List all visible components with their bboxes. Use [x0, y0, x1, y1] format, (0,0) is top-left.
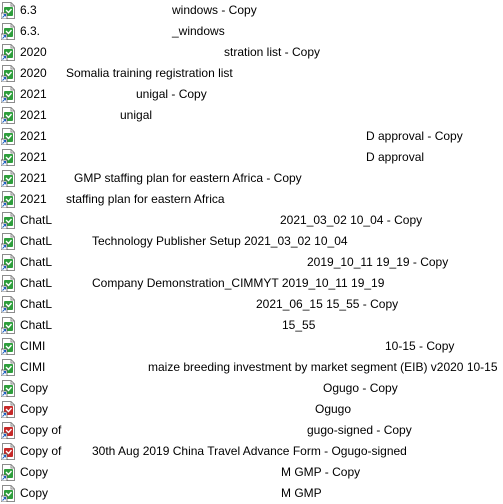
file-name-end: 30th Aug 2019 China Travel Advance Form … — [92, 444, 407, 458]
file-name-end: _windows — [172, 24, 225, 38]
excel-shortcut-icon — [1, 2, 16, 19]
excel-shortcut-icon — [1, 86, 16, 103]
file-name-start: 2021 — [20, 192, 47, 206]
file-name-end: Company Demonstration_CIMMYT 2019_10_11 … — [92, 276, 385, 290]
file-row[interactable]: 2021 staffing plan for eastern Africa — [0, 189, 503, 210]
file-row[interactable]: CIMI 10-15 - Copy — [0, 336, 503, 357]
file-name-end: 10-15 - Copy — [385, 339, 455, 353]
pdf-shortcut-icon — [1, 443, 16, 460]
file-name-start: 2021 — [20, 87, 47, 101]
file-name-start: ChatL — [20, 255, 53, 269]
file-row[interactable]: Copy Ogugo — [0, 399, 503, 420]
file-row[interactable]: Copy of gugo-signed - Copy — [0, 420, 503, 441]
file-name-start: Copy of — [20, 444, 62, 458]
excel-shortcut-icon — [1, 191, 16, 208]
file-row[interactable]: 2021 D approval — [0, 147, 503, 168]
file-name-start: 2021 — [20, 129, 47, 143]
excel-shortcut-icon — [1, 296, 16, 313]
file-name-end: gugo-signed - Copy — [307, 423, 412, 437]
file-name-start: Copy — [20, 402, 49, 416]
file-name-start: 2021 — [20, 108, 47, 122]
file-name-end: 2021_03_02 10_04 - Copy — [280, 213, 423, 227]
file-row[interactable]: Copy of 30th Aug 2019 China Travel Advanc… — [0, 441, 503, 462]
file-name-start: 6.3 — [20, 3, 37, 17]
file-name-end: 15_55 — [282, 318, 316, 332]
excel-shortcut-icon — [1, 65, 16, 82]
file-name-start: ChatL — [20, 318, 53, 332]
file-name-start: 2020 — [20, 45, 47, 59]
excel-shortcut-icon — [1, 485, 16, 502]
file-row[interactable]: Copy M GMP — [0, 483, 503, 504]
file-name-end: M GMP — [281, 486, 322, 500]
file-row[interactable]: 2021 unigal - Copy — [0, 84, 503, 105]
file-row[interactable]: Copy Ogugo - Copy — [0, 378, 503, 399]
file-name-start: ChatL — [20, 213, 53, 227]
file-name-start: ChatL — [20, 234, 53, 248]
excel-shortcut-icon — [1, 254, 16, 271]
file-name-start: CIMI — [20, 360, 46, 374]
excel-shortcut-icon — [1, 317, 16, 334]
file-row[interactable]: 6.3. _windows — [0, 21, 503, 42]
file-name-end: unigal — [120, 108, 153, 122]
file-row[interactable]: 6.3 windows - Copy — [0, 0, 503, 21]
pdf-shortcut-icon — [1, 401, 16, 418]
file-row[interactable]: ChatL 2021_06_15 15_55 - Copy — [0, 294, 503, 315]
file-name-end: 2019_10_11 19_19 - Copy — [307, 255, 449, 269]
excel-shortcut-icon — [1, 23, 16, 40]
file-row[interactable]: ChatL Technology Publisher Setup 2021_03_… — [0, 231, 503, 252]
file-name-end: Technology Publisher Setup 2021_03_02 10… — [92, 234, 348, 248]
file-name-start: 2021 — [20, 171, 47, 185]
excel-shortcut-icon — [1, 212, 16, 229]
file-name-start: 2021 — [20, 150, 47, 164]
file-row[interactable]: ChatL Company Demonstration_CIMMYT 2019_1… — [0, 273, 503, 294]
file-name-end: Somalia training registration list — [66, 66, 233, 80]
file-name-end: Ogugo — [315, 402, 352, 416]
file-row[interactable]: 2020 stration list - Copy — [0, 42, 503, 63]
file-name-end: 2021_06_15 15_55 - Copy — [256, 297, 399, 311]
excel-shortcut-icon — [1, 170, 16, 187]
file-row[interactable]: ChatL 2021_03_02 10_04 - Copy — [0, 210, 503, 231]
file-name-end: unigal - Copy — [136, 87, 207, 101]
excel-shortcut-icon — [1, 233, 16, 250]
file-name-end: maize breeding investment by market segm… — [148, 360, 498, 374]
file-row[interactable]: 2020 Somalia training registration list — [0, 63, 503, 84]
file-name-end: stration list - Copy — [224, 45, 321, 59]
file-row[interactable]: CIMI maize breeding investment by market … — [0, 357, 503, 378]
file-row[interactable]: Copy M GMP - Copy — [0, 462, 503, 483]
file-name-end: D approval - Copy — [366, 129, 463, 143]
file-name-end: windows - Copy — [172, 3, 257, 17]
file-name-end: GMP staffing plan for eastern Africa - C… — [74, 171, 302, 185]
file-name-start: Copy of — [20, 423, 62, 437]
file-name-start: Copy — [20, 381, 49, 395]
file-row[interactable]: 2021 GMP staffing plan for eastern Africa… — [0, 168, 503, 189]
file-row[interactable]: 2021 unigal — [0, 105, 503, 126]
file-row[interactable]: 2021 D approval - Copy — [0, 126, 503, 147]
file-name-start: ChatL — [20, 276, 53, 290]
excel-shortcut-icon — [1, 44, 16, 61]
file-name-start: ChatL — [20, 297, 53, 311]
excel-shortcut-icon — [1, 107, 16, 124]
excel-shortcut-icon — [1, 338, 16, 355]
excel-shortcut-icon — [1, 380, 16, 397]
file-row[interactable]: ChatL 2019_10_11 19_19 - Copy — [0, 252, 503, 273]
file-name-end: staffing plan for eastern Africa — [66, 192, 225, 206]
pdf-shortcut-icon — [1, 422, 16, 439]
file-name-end: M GMP - Copy — [281, 465, 361, 479]
excel-shortcut-icon — [1, 149, 16, 166]
file-name-start: Copy — [20, 465, 49, 479]
file-name-start: Copy — [20, 486, 49, 500]
file-name-start: 6.3. — [20, 24, 41, 38]
file-name-end: Ogugo - Copy — [323, 381, 398, 395]
excel-shortcut-icon — [1, 128, 16, 145]
file-name-start: 2020 — [20, 66, 47, 80]
excel-shortcut-icon — [1, 275, 16, 292]
excel-shortcut-icon — [1, 359, 16, 376]
excel-shortcut-icon — [1, 464, 16, 481]
file-name-start: CIMI — [20, 339, 46, 353]
file-row[interactable]: ChatL 15_55 — [0, 315, 503, 336]
file-name-end: D approval — [366, 150, 425, 164]
